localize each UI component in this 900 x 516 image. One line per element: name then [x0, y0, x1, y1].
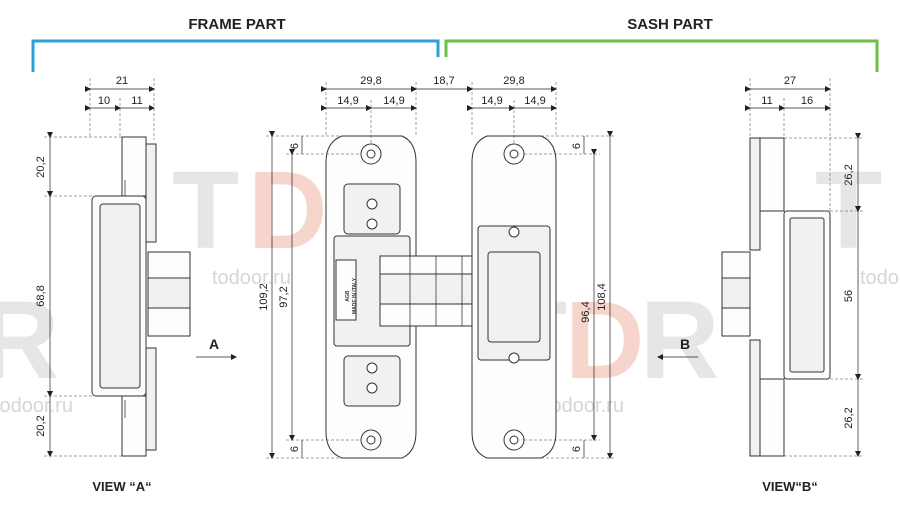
- watermark-brand-d: D: [248, 149, 327, 272]
- watermark-site-3: todoor.ru: [0, 395, 73, 417]
- sash-insert: [487, 251, 541, 343]
- watermark-site-1: todoor.ru: [212, 267, 291, 289]
- view-a-arm-3: [147, 307, 191, 337]
- frame-part-bracket: [31, 39, 440, 72]
- view-a-bottom-block: [121, 395, 147, 457]
- frame-part-front: AGB MADE IN ITALY: [325, 135, 417, 459]
- dim-right-a: 11: [761, 95, 772, 107]
- frame-origin-mark: MADE IN ITALY: [352, 277, 358, 314]
- frame-part-header: FRAME PART: [31, 16, 440, 72]
- dim-right-top: 26,2: [843, 164, 855, 185]
- dim-left-total: 21: [116, 75, 128, 87]
- side-view-a: 21 10 11 20,2 68,8 20,2: [35, 75, 191, 457]
- view-b-top-block: [759, 137, 785, 212]
- dim-sash-top-offset: 6: [571, 143, 583, 149]
- watermark-brand-r2: R: [640, 279, 719, 402]
- frame-brand-logo: AGB: [345, 290, 351, 302]
- dim-sash-bottom-offset: 6: [571, 446, 583, 452]
- frame-bottom-cam: [343, 355, 401, 407]
- sash-part-bracket: [444, 39, 879, 72]
- frame-top-adjust-screw: [366, 198, 378, 210]
- dim-center-frame-half-b: 14,9: [383, 95, 404, 107]
- dim-sash-total-height: 108,4: [596, 283, 608, 311]
- frame-vertical-dimensions: 109,2 97,2 6 6: [258, 131, 361, 459]
- view-b-bottom-block: [759, 378, 785, 457]
- dim-center-sash-half-a: 14,9: [481, 95, 502, 107]
- dim-right-mid: 56: [843, 290, 855, 302]
- frame-bottom-adjust-screw-2: [366, 382, 378, 394]
- view-a-caption: VIEW “A“: [92, 479, 151, 494]
- dim-center-sash-width: 29,8: [503, 75, 524, 87]
- view-a-arrow: A: [196, 336, 237, 360]
- view-a-bottom-flange: [145, 347, 157, 451]
- view-a-top-block: [121, 136, 147, 197]
- view-b-arrow: B: [657, 336, 698, 360]
- frame-label-plate: [335, 259, 357, 321]
- dim-left-top: 20,2: [35, 156, 47, 177]
- sash-vertical-dimensions: 6 6 96,4 108,4: [524, 131, 616, 459]
- center-horizontal-dimensions: 29,8 18,7 29,8 14,9 14,9 14,9 14,9: [321, 75, 557, 144]
- dim-frame-inner-height: 97,2: [278, 286, 290, 307]
- dim-left-bottom: 20,2: [35, 415, 47, 436]
- dim-left-b: 11: [131, 95, 142, 107]
- dim-sash-inner-height: 96,4: [580, 301, 592, 322]
- dim-center-sash-half-b: 14,9: [524, 95, 545, 107]
- view-b-arm-1: [721, 251, 751, 279]
- view-b-arrow-label: B: [680, 336, 690, 352]
- watermark-site-4: todoor.ru: [860, 267, 900, 289]
- side-view-b: 27 11 16 26,2 56 26,2: [721, 75, 864, 457]
- view-a-arm-2: [147, 277, 191, 309]
- view-b-body-inner: [789, 217, 825, 373]
- watermark-site-2: todoor.ru: [545, 395, 624, 417]
- dim-center-gap: 18,7: [433, 75, 454, 87]
- view-a-arm-1: [147, 251, 191, 279]
- dim-center-frame-half-a: 14,9: [337, 95, 358, 107]
- view-b-arm-3: [721, 307, 751, 337]
- dim-right-b: 16: [801, 95, 813, 107]
- sash-part-header: SASH PART: [444, 16, 879, 72]
- dim-frame-bottom-offset: 6: [289, 446, 301, 452]
- view-b-caption: VIEW“B“: [762, 479, 818, 494]
- view-b-bottom-flange: [749, 339, 761, 457]
- frame-part-title: FRAME PART: [188, 16, 285, 33]
- sash-bottom-pin: [508, 352, 520, 364]
- view-a-arrow-label: A: [209, 336, 219, 352]
- dim-left-mid: 68,8: [35, 285, 47, 306]
- view-b-arm-2: [721, 277, 751, 309]
- frame-top-adjust-screw-2: [366, 218, 378, 230]
- watermark-brand-r1: R: [0, 279, 59, 402]
- dim-right-total: 27: [784, 75, 796, 87]
- frame-bottom-adjust-screw: [366, 362, 378, 374]
- sash-part-front: [471, 135, 557, 459]
- dim-frame-total-height: 109,2: [258, 283, 270, 311]
- dim-center-frame-width: 29,8: [360, 75, 381, 87]
- dim-frame-top-offset: 6: [289, 143, 301, 149]
- dim-left-a: 10: [98, 95, 110, 107]
- dim-right-bottom: 26,2: [843, 407, 855, 428]
- sash-part-title: SASH PART: [627, 16, 713, 33]
- sash-top-pin: [508, 226, 520, 238]
- view-a-body-inner: [99, 203, 141, 389]
- watermark-brand-d2: D: [565, 279, 644, 402]
- view-a-top-flange: [145, 143, 157, 243]
- view-b-top-flange: [749, 137, 761, 251]
